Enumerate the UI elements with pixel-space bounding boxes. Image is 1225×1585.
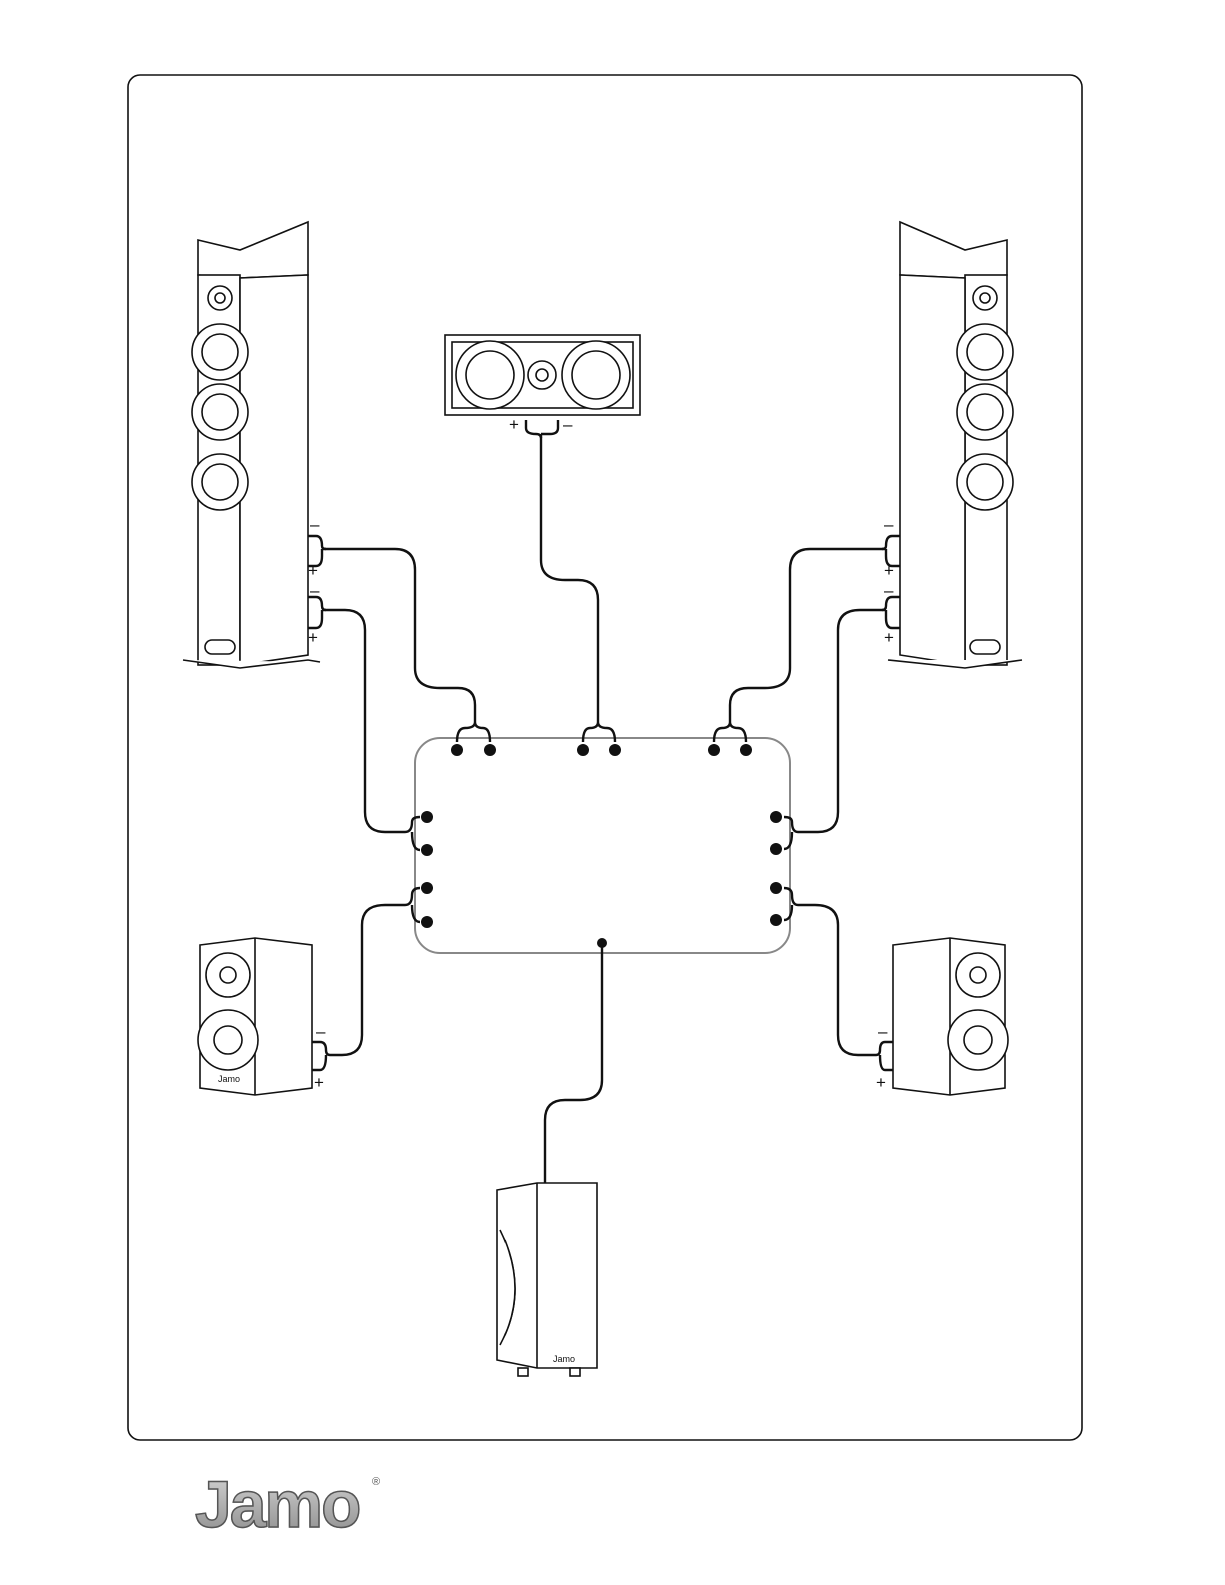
terminal-plus-label: + <box>509 415 519 434</box>
surround-left-speaker: Jamo – + <box>197 937 331 1096</box>
subwoofer: Jamo <box>496 1182 598 1377</box>
registered-mark: ® <box>372 1476 381 1488</box>
front-right-tower-speaker: – + – + <box>881 220 1023 669</box>
terminal-plus-label: + <box>308 561 318 580</box>
speaker-wires <box>322 434 886 1183</box>
terminal-minus-label: – <box>310 581 320 600</box>
surround-right-speaker: – + <box>875 937 1009 1096</box>
terminal-minus-label: – <box>316 1022 326 1041</box>
terminal-plus-label: + <box>884 628 894 647</box>
terminal-plus-label: + <box>314 1073 324 1092</box>
frame <box>127 74 1083 1441</box>
terminal-minus-label: – <box>884 515 894 534</box>
center-speaker: + – <box>444 334 641 439</box>
terminal-plus-label: + <box>876 1073 886 1092</box>
terminal-plus-label: + <box>308 628 318 647</box>
jamo-logo: Jamo <box>194 1466 362 1542</box>
speaker-brand-mark: Jamo <box>553 1354 575 1364</box>
speaker-brand-mark: Jamo <box>218 1074 240 1084</box>
front-left-tower-speaker: – + – + <box>182 220 327 669</box>
av-receiver <box>414 737 791 954</box>
terminal-minus-label: – <box>884 581 894 600</box>
terminal-plus-label: + <box>884 561 894 580</box>
terminal-minus-label: – <box>310 515 320 534</box>
terminal-minus-label: – <box>878 1022 888 1041</box>
terminal-minus-label: – <box>563 415 573 434</box>
